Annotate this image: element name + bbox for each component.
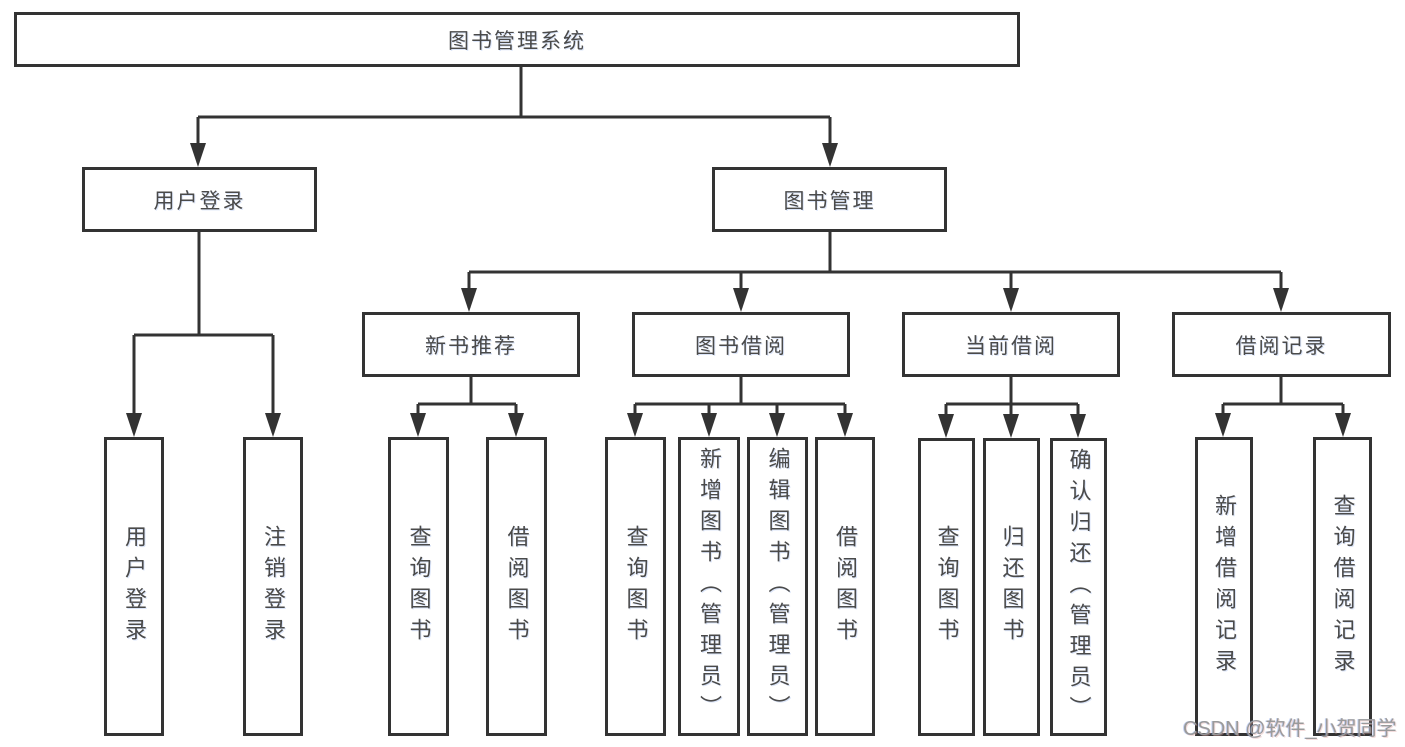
arrowhead (733, 288, 749, 312)
csdn-watermark: CSDN @软件_小贺同学 (1183, 718, 1397, 740)
arrowhead (265, 413, 281, 437)
arrowhead (508, 413, 524, 437)
arrowhead (1215, 413, 1231, 437)
arrowhead (627, 413, 643, 437)
node-label: 新增图书（管理员） (697, 447, 722, 726)
arrowhead (701, 413, 717, 437)
node-label: 借阅图书 (504, 524, 530, 649)
arrowhead (410, 413, 426, 437)
connector-new-books-children (416, 377, 518, 433)
leaf-borrow-books: 借阅图书 (815, 437, 875, 736)
node-new-book-recommendation: 新书推荐 (362, 312, 580, 377)
arrowhead (1335, 413, 1351, 437)
leaf-return-books: 归还图书 (983, 438, 1040, 736)
node-book-borrowing: 图书借阅 (632, 312, 850, 377)
node-label: 编辑图书（管理员） (765, 447, 791, 726)
node-label: 查询图书 (406, 524, 432, 649)
connector-user-login-children (132, 232, 275, 433)
node-borrowing-records: 借阅记录 (1172, 312, 1391, 377)
leaf-query-borrow-record: 查询借阅记录 (1313, 437, 1372, 736)
node-book-management: 图书管理 (712, 167, 947, 232)
leaf-query-books: 查询图书 (388, 437, 449, 736)
arrowhead (1003, 288, 1019, 312)
leaf-query-books: 查询图书 (918, 438, 975, 736)
connector-root-to-level2 (196, 67, 832, 163)
leaf-logout: 注销登录 (243, 437, 303, 736)
node-label: 图书借阅 (695, 334, 787, 358)
node-label: 查询图书 (623, 524, 649, 649)
leaf-borrow-books: 借阅图书 (486, 437, 547, 736)
node-label: 借阅记录 (1235, 334, 1328, 358)
node-label: 新书推荐 (425, 334, 517, 358)
node-label: 确认归还（管理员） (1066, 447, 1092, 727)
leaf-user-login: 用户登录 (104, 437, 164, 736)
arrowheads (126, 143, 1351, 438)
connector-book-borrow-children (633, 377, 847, 433)
node-user-login: 用户登录 (82, 167, 317, 232)
leaf-add-borrow-record: 新增借阅记录 (1195, 437, 1253, 736)
node-label: 图书管理 (783, 189, 876, 213)
node-label: 图书管理系统 (448, 29, 586, 53)
leaf-query-books: 查询图书 (605, 437, 666, 736)
leaf-edit-books-admin: 编辑图书（管理员） (747, 437, 808, 736)
leaf-confirm-return-admin: 确认归还（管理员） (1050, 438, 1107, 736)
node-label: 注销登录 (261, 524, 286, 649)
connector-book-mgmt-to-level3 (467, 232, 1283, 308)
arrowhead (461, 288, 477, 312)
leaf-add-books-admin: 新增图书（管理员） (678, 437, 740, 736)
node-label: 借阅图书 (833, 524, 858, 649)
node-label: 当前借阅 (965, 334, 1057, 358)
arrowhead (837, 413, 853, 437)
node-label: 归还图书 (999, 525, 1025, 649)
arrowhead (126, 413, 142, 437)
arrowhead (1070, 414, 1086, 438)
node-label: 新增借阅记录 (1212, 493, 1237, 680)
connector-borrow-records-children (1221, 377, 1345, 433)
node-label: 查询图书 (934, 525, 960, 649)
node-label: 用户登录 (153, 189, 246, 213)
arrowhead (938, 414, 954, 438)
node-label: 用户登录 (122, 524, 147, 649)
arrowhead (1273, 288, 1289, 312)
arrowhead (822, 143, 838, 167)
arrowhead (1003, 414, 1019, 438)
node-label: 查询借阅记录 (1330, 493, 1356, 680)
node-library-management-system: 图书管理系统 (14, 12, 1020, 67)
node-current-borrowing: 当前借阅 (902, 312, 1120, 377)
arrowhead (190, 143, 206, 167)
arrowhead (769, 413, 785, 437)
